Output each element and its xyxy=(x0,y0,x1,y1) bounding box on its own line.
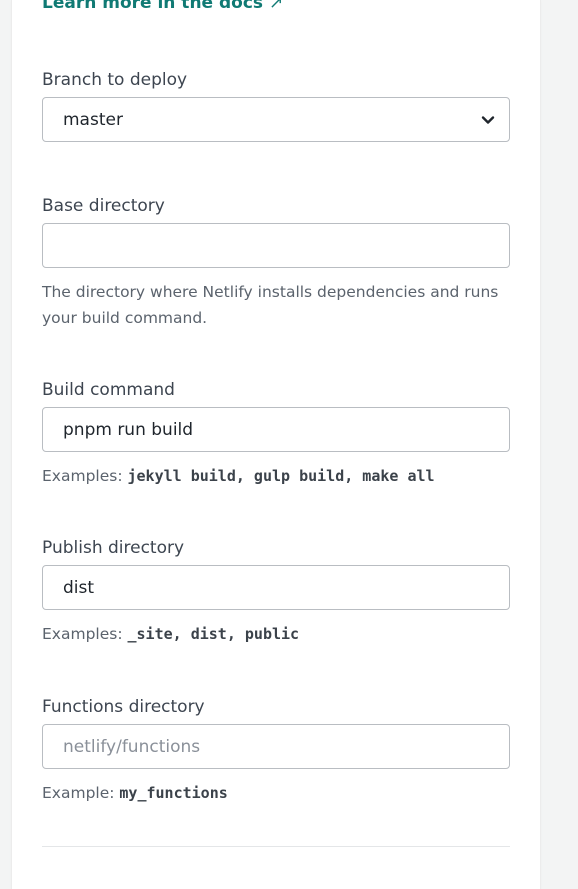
publish-directory-value: dist xyxy=(63,577,95,598)
branch-label: Branch to deploy xyxy=(42,70,188,90)
chevron-down-icon xyxy=(481,115,495,124)
functions-directory-field: Functions directory netlify/functions Ex… xyxy=(42,696,510,806)
functions-directory-example: my_functions xyxy=(119,784,228,802)
functions-directory-label: Functions directory xyxy=(42,697,205,717)
build-command-help-prefix: Examples: xyxy=(42,467,123,485)
build-settings-card: Learn more in the docs ↗ Branch to deploy… xyxy=(12,0,540,889)
functions-directory-help-prefix: Example: xyxy=(42,784,115,802)
build-command-field: Build command pnpm run build Examples: j… xyxy=(42,379,510,489)
build-command-label: Build command xyxy=(42,380,175,400)
build-command-examples: jekyll build, gulp build, make all xyxy=(127,467,435,485)
base-directory-field: Base directory The directory where Netli… xyxy=(42,195,510,331)
base-directory-help: The directory where Netlify installs dep… xyxy=(42,283,499,327)
base-directory-label: Base directory xyxy=(42,196,165,216)
functions-directory-help: Example: my_functions xyxy=(42,780,510,806)
base-directory-input[interactable] xyxy=(42,223,510,268)
publish-directory-input[interactable]: dist xyxy=(42,565,510,610)
publish-directory-help-prefix: Examples: xyxy=(42,625,123,643)
section-divider xyxy=(42,846,510,847)
functions-directory-input[interactable]: netlify/functions xyxy=(42,724,510,769)
docs-link[interactable]: Learn more in the docs ↗ xyxy=(42,0,283,13)
branch-field: Branch to deploy master xyxy=(42,69,510,142)
docs-link-label: Learn more in the docs xyxy=(42,0,264,13)
branch-select[interactable]: master xyxy=(42,97,510,142)
functions-directory-placeholder: netlify/functions xyxy=(63,736,201,757)
publish-directory-help: Examples: _site, dist, public xyxy=(42,621,510,647)
publish-directory-examples: _site, dist, public xyxy=(127,625,300,643)
build-command-help: Examples: jekyll build, gulp build, make… xyxy=(42,463,510,489)
build-command-value: pnpm run build xyxy=(63,419,194,440)
publish-directory-label: Publish directory xyxy=(42,538,185,558)
publish-directory-field: Publish directory dist Examples: _site, … xyxy=(42,537,510,647)
external-link-icon: ↗ xyxy=(269,0,284,13)
branch-select-value: master xyxy=(63,109,123,130)
build-command-input[interactable]: pnpm run build xyxy=(42,407,510,452)
